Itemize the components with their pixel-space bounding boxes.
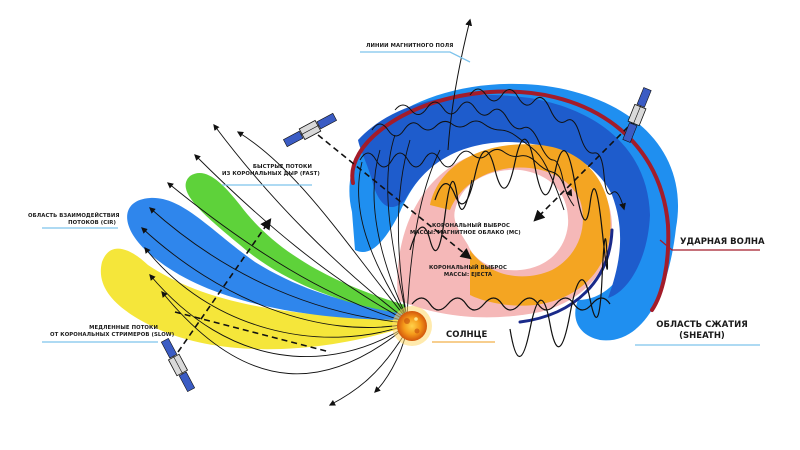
label-cir: Область взаимодействия потоков (CIR): [28, 213, 120, 226]
cme-region: [397, 144, 612, 318]
spacecraft-paths: [174, 119, 636, 353]
leader-lines: [42, 51, 760, 346]
field-lines: [141, 123, 441, 406]
magnetic-cloud-ring: [430, 144, 611, 306]
label-ejecta-line-1: Корональный выброс: [428, 265, 508, 271]
label-sheath: Область сжатия (SHEATH): [652, 320, 752, 341]
label-cir-line-2: потоков (CIR): [68, 219, 116, 226]
field-line: [373, 149, 408, 319]
label-ejecta-line-2: массы: Ejecta: [443, 271, 493, 278]
trajectory-upper-right: [533, 119, 636, 222]
flux-rope-coil: [434, 138, 609, 358]
trajectory-upper-left: [317, 134, 472, 260]
trajectory-lower-left: [177, 218, 272, 353]
label-shock-wave: Ударная волна: [680, 237, 765, 248]
label-magnetic-lines-text: Линии магнитного поля: [366, 43, 454, 49]
label-magnetic-cloud: Корональный выброс массы: магнитное обла…: [410, 223, 521, 236]
shock-front-curve: [350, 89, 671, 312]
cir-region: [127, 197, 405, 320]
field-line: [236, 131, 408, 320]
label-slow-line-2: от корональных стримеров (SLOW): [50, 331, 175, 338]
label-sun: Солнце: [446, 330, 487, 341]
field-line: [141, 227, 408, 328]
field-line: [144, 247, 408, 338]
label-mc-line-2: массы: магнитное облако (MC): [410, 229, 521, 236]
field-line: [358, 161, 408, 319]
trajectory-slow-line: [174, 311, 331, 353]
field-line: [328, 329, 408, 406]
wavy-field-line-arrow: [469, 88, 626, 211]
magnetic-line-up: [447, 18, 473, 151]
fast-stream-region: [185, 172, 405, 314]
label-mc-line-1: Корональный выброс: [431, 223, 510, 229]
field-line: [387, 134, 408, 319]
label-sheath-line-2: (SHEATH): [679, 330, 725, 341]
field-line: [406, 149, 441, 319]
label-ejecta: Корональный выброс массы: Ejecta: [423, 265, 513, 278]
sheath-wavy-lines: [359, 18, 626, 211]
sheath-region: [349, 83, 679, 341]
magnetic-cloud-boundary: [518, 228, 614, 324]
label-sheath-line-1: Область сжатия: [656, 320, 748, 330]
ejecta-inner-white: [454, 169, 569, 271]
label-slow-streams: Медленные потоки от корональных стримеро…: [50, 325, 175, 338]
field-line: [149, 274, 408, 357]
solar-wind-streams: [100, 172, 409, 350]
label-shock-text: Ударная волна: [680, 237, 765, 247]
flux-rope-tail: [409, 179, 473, 252]
field-line: [161, 291, 408, 375]
label-slow-line-1: Медленные потоки: [89, 325, 158, 331]
flux-rope: [409, 138, 611, 358]
sun-icon: [392, 306, 432, 346]
field-line: [149, 207, 408, 324]
label-fast-line-1: Быстрые потоки: [252, 164, 312, 170]
sheath-inner-blob: [358, 94, 650, 298]
field-line: [397, 139, 411, 319]
leader-shock: [659, 239, 760, 251]
field-line: [213, 123, 408, 321]
wavy-field-line: [359, 148, 575, 207]
field-line: [194, 154, 408, 322]
field-line: [167, 182, 408, 323]
label-cir-line-1: Область взаимодействия: [28, 213, 120, 219]
label-fast-streams: Быстрые потоки из корональных дыр (FAST): [222, 164, 320, 177]
wavy-field-line-arrow: [394, 101, 573, 197]
satellite-icon: [622, 87, 652, 143]
label-sun-text: Солнце: [446, 330, 488, 340]
label-fast-line-2: из корональных дыр (FAST): [222, 170, 320, 177]
label-magnetic-lines: Линии магнитного поля: [366, 43, 453, 50]
slow-stream-region: [100, 248, 409, 350]
leader-magnetic: [360, 51, 471, 63]
satellite-icon: [282, 112, 338, 148]
satellite-icon: [160, 337, 196, 393]
wavy-field-line: [371, 120, 565, 211]
ejecta-wave: [411, 297, 611, 311]
